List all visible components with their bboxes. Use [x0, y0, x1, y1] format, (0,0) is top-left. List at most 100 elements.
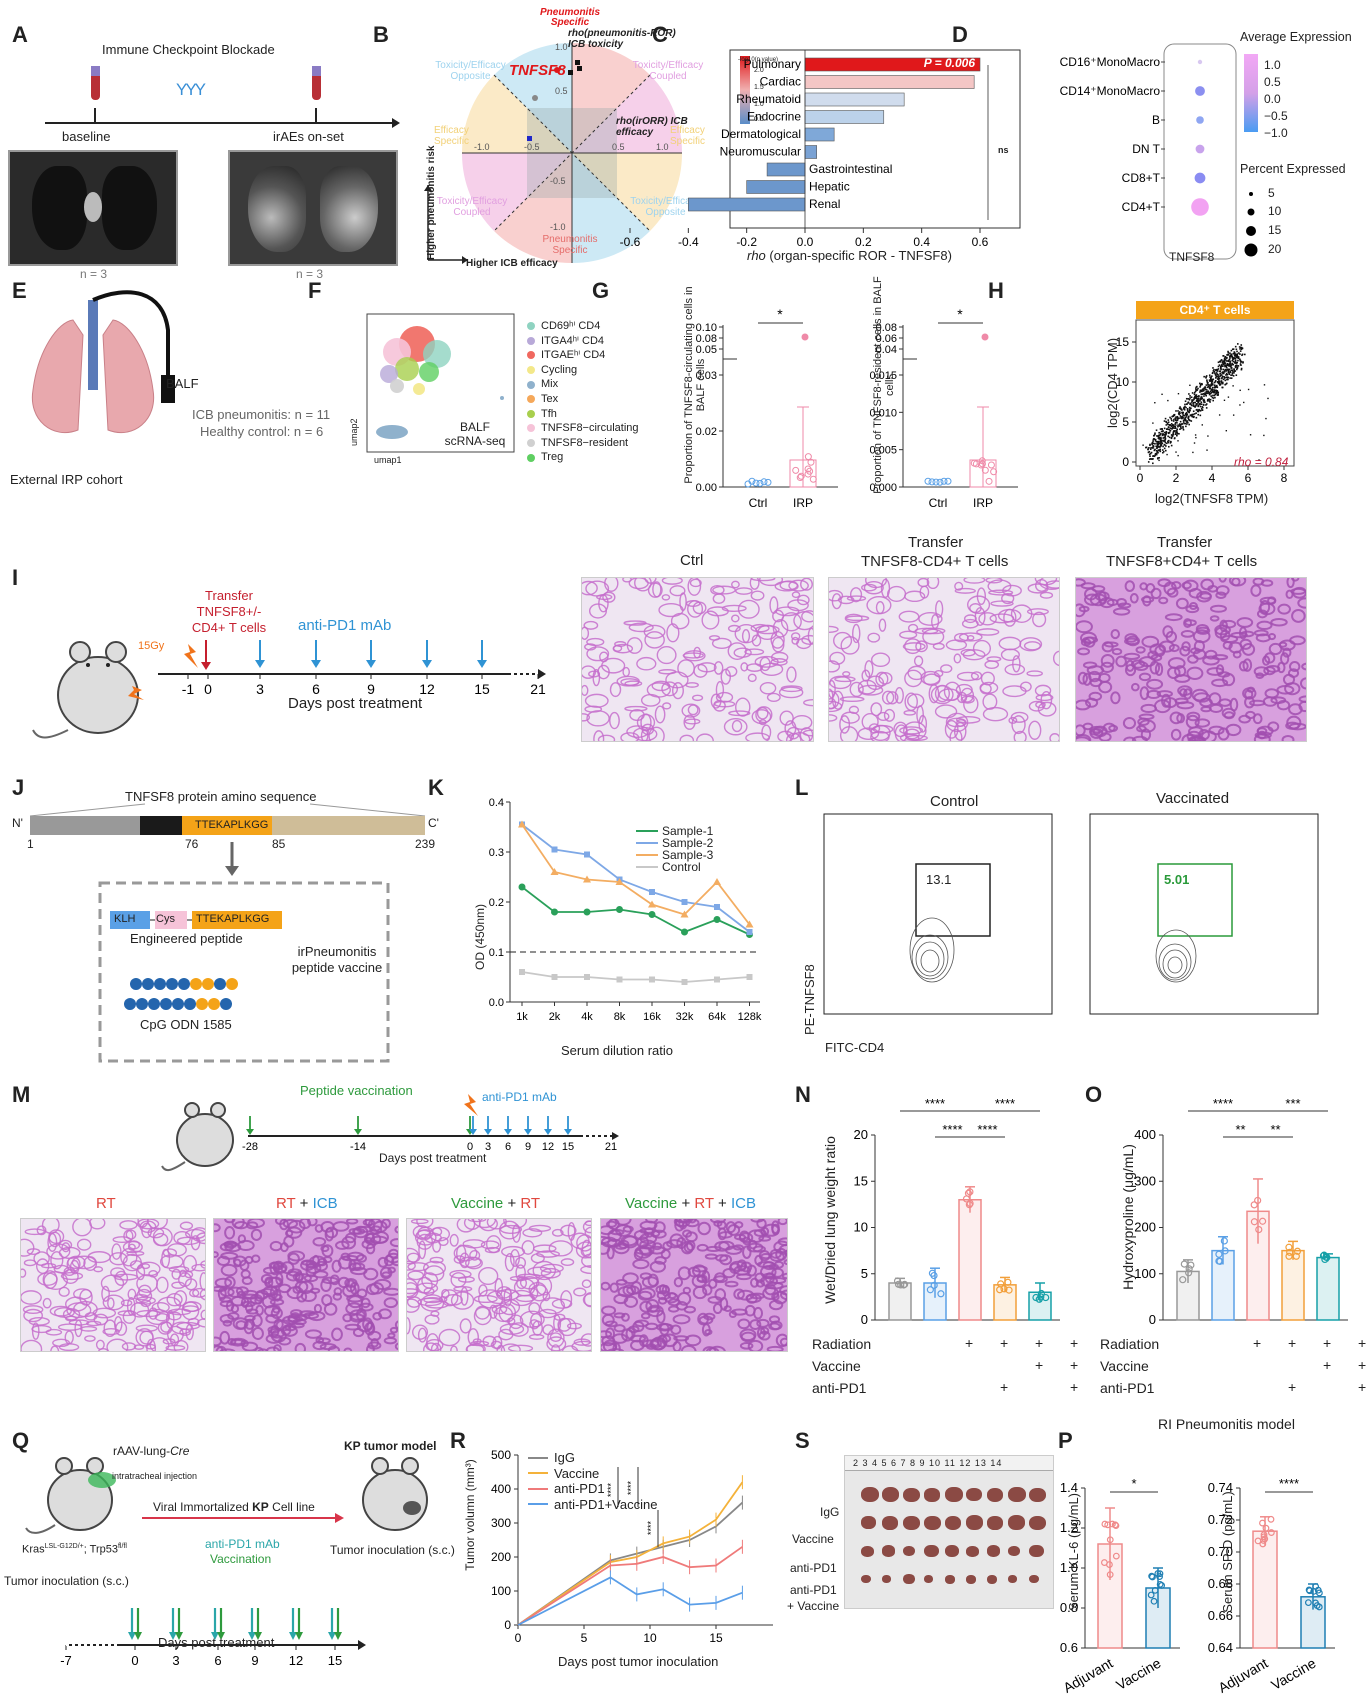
- h-point: [1196, 385, 1198, 388]
- b-tick: -1.0: [550, 222, 566, 232]
- he-image-vac-rt: [406, 1218, 592, 1352]
- h-point: [1176, 419, 1179, 422]
- p-ytick: 0.70: [1208, 1544, 1233, 1559]
- h-point: [1203, 401, 1205, 403]
- o-point: [1321, 1255, 1329, 1264]
- h-point: [1203, 375, 1205, 378]
- h-point: [1240, 367, 1243, 370]
- h-point: [1208, 379, 1211, 381]
- h-point: [1189, 403, 1191, 405]
- b-point: [568, 70, 573, 75]
- o-point: [1259, 1217, 1267, 1225]
- h-point: [1225, 365, 1228, 368]
- panel-label-s: S: [795, 1428, 810, 1453]
- cpg-icon: [124, 978, 238, 1010]
- p-point: [1101, 1520, 1109, 1528]
- m-h1: RT: [96, 1195, 116, 1212]
- h-point: [1207, 390, 1210, 393]
- f-legend-swatch: [527, 439, 535, 448]
- h-point: [1211, 388, 1214, 391]
- g-point: [990, 468, 998, 476]
- h-point: [1194, 394, 1197, 397]
- g-point: [752, 479, 760, 487]
- o-point: [1320, 1251, 1328, 1259]
- h-point: [1182, 414, 1185, 417]
- q-tumor-sc: Tumor inoculation (s.c.): [4, 1574, 129, 1588]
- h-point: [1160, 430, 1163, 433]
- f-umap2: umap2: [349, 418, 359, 446]
- b-xaxis-label: rho(irORR) ICB efficacy: [616, 116, 688, 138]
- d-avg-tick: 0.5: [1264, 75, 1281, 89]
- r-legend-item: IgG: [528, 1450, 657, 1466]
- h-point: [1191, 392, 1194, 394]
- h-point: [1233, 372, 1235, 374]
- h-point: [1167, 399, 1169, 402]
- h-point: [1235, 374, 1238, 377]
- h-point: [1181, 411, 1183, 414]
- h-point: [1224, 379, 1227, 382]
- p-point: [1306, 1587, 1314, 1595]
- g-point: [932, 478, 940, 486]
- g-right-ylabel: Proportion of TNFSF8-resident cells in B…: [872, 276, 896, 494]
- h-point: [1206, 380, 1208, 383]
- h-point: [1215, 385, 1218, 388]
- h-point: [1158, 438, 1160, 440]
- h-point: [1160, 445, 1162, 447]
- h-point: [1242, 361, 1244, 364]
- n-ylabel: Wet/Dried lung weight ratio: [822, 1136, 838, 1304]
- h-point: [1170, 434, 1173, 436]
- h-point: [1167, 435, 1169, 438]
- panel-label-g: G: [592, 278, 610, 303]
- h-point: [1170, 419, 1173, 422]
- h-point: [1186, 409, 1189, 411]
- h-point: [1232, 348, 1235, 350]
- f-legend-item: Cycling: [527, 363, 639, 378]
- h-point: [1225, 372, 1228, 375]
- h-point: [1200, 401, 1203, 404]
- tumor-item: [945, 1544, 960, 1557]
- m-day-tick: 21: [605, 1141, 617, 1153]
- blood-tube-icon: [312, 66, 321, 100]
- h-point: [1188, 415, 1190, 418]
- j-c: C': [428, 816, 439, 830]
- o-star: **: [1235, 1122, 1245, 1137]
- h-point: [1169, 442, 1172, 444]
- h-point: [1182, 411, 1185, 414]
- h-point: [1179, 425, 1181, 427]
- h-point: [1191, 399, 1193, 401]
- h-point: [1184, 403, 1186, 406]
- h-point: [1178, 417, 1180, 419]
- h-point: [1177, 410, 1179, 412]
- h-point: [1176, 417, 1179, 419]
- g-point: [809, 475, 817, 483]
- h-point: [1161, 433, 1164, 436]
- h-point: [1178, 432, 1180, 435]
- h-point: [1232, 358, 1234, 360]
- b-left-label: Efficacy Specific: [434, 125, 470, 147]
- h-point: [1236, 356, 1239, 359]
- h-xlabel: log2(TNFSF8 TPM): [1155, 491, 1269, 506]
- h-point: [1192, 416, 1195, 419]
- a-antibody-icon: YYY: [176, 80, 206, 99]
- o-ylabel: Hydroxyproline (μg/mL): [1120, 1144, 1136, 1290]
- c-category-label: Hepatic: [809, 180, 850, 194]
- r-legend-swatch: [528, 1456, 548, 1459]
- k-point: [584, 851, 590, 858]
- h-point: [1208, 400, 1211, 402]
- o-point: [1185, 1269, 1193, 1277]
- h-point: [1227, 351, 1230, 354]
- h-point: [1233, 351, 1236, 353]
- l-gate1: 13.1: [926, 872, 952, 887]
- p-ytick: 0.66: [1208, 1608, 1233, 1623]
- h-point: [1180, 417, 1182, 419]
- k-series-line: [521, 886, 750, 936]
- panel-label-k: K: [428, 775, 444, 800]
- d-size-legend-dot: [1249, 192, 1253, 196]
- m-xlabel: Days post treatment: [379, 1151, 487, 1165]
- h-point: [1163, 436, 1166, 439]
- h-point: [1239, 404, 1241, 406]
- k-point: [518, 820, 526, 828]
- n-point: [1005, 1286, 1013, 1294]
